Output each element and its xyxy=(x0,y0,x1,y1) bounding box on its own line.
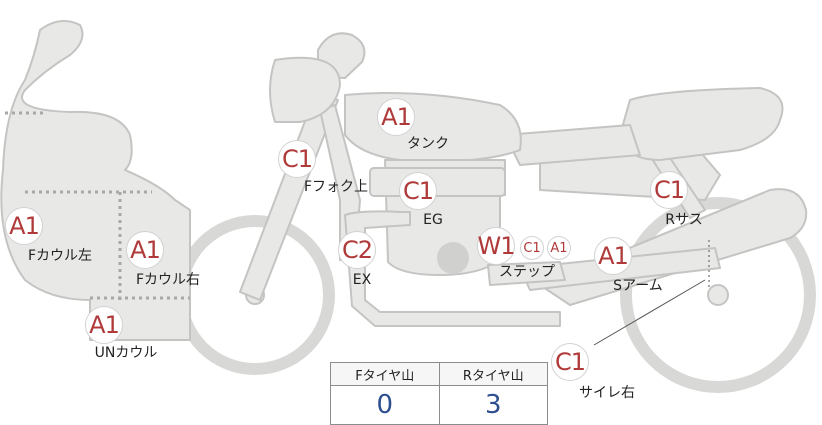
front-cowl-right-code: A1 xyxy=(130,236,161,264)
swingarm-marker[interactable]: A1 xyxy=(594,237,632,275)
under-cowl-code: A1 xyxy=(89,311,120,339)
front-cowl-right-marker[interactable]: A1 xyxy=(126,231,164,269)
tank-marker[interactable]: A1 xyxy=(377,98,415,136)
rear-suspension-code: C1 xyxy=(653,176,685,204)
front-cowl-left-code: A1 xyxy=(9,212,40,240)
engine-detail xyxy=(437,242,469,274)
front-tire-header: Fタイヤ山 xyxy=(330,362,440,386)
front-fork-upper-marker[interactable]: C1 xyxy=(278,140,316,178)
front-tire-value: 0 xyxy=(330,385,440,425)
exhaust-code: C2 xyxy=(341,236,373,264)
step-a1-code: A1 xyxy=(550,240,568,256)
rear-hub xyxy=(707,284,729,306)
engine-code: C1 xyxy=(402,177,434,205)
muffler-right-code: C1 xyxy=(554,348,586,376)
rear-suspension-marker[interactable]: C1 xyxy=(650,171,688,209)
engine-cylinder xyxy=(369,167,506,197)
tank-label: タンク xyxy=(407,136,449,152)
under-cowl-marker[interactable]: A1 xyxy=(85,306,123,344)
front-fork-upper-label: Fフォク上 xyxy=(303,179,369,195)
under-cowl-label: UNカウル xyxy=(94,345,158,361)
muffler-right-marker[interactable]: C1 xyxy=(551,343,589,381)
step-a1-marker[interactable]: A1 xyxy=(547,236,571,260)
front-cowl-left-label: Fカウル左 xyxy=(27,248,93,264)
front-cowl-right-label: Fカウル右 xyxy=(135,272,201,288)
exhaust-label: EX xyxy=(352,272,372,288)
swingarm-code: A1 xyxy=(598,242,629,270)
rear-tire-header: Rタイヤ山 xyxy=(438,362,548,386)
exhaust-marker[interactable]: C2 xyxy=(338,231,376,269)
rear-tire-value: 3 xyxy=(438,385,548,425)
tire-tread-table: Fタイヤ山 Rタイヤ山 0 3 xyxy=(330,362,548,425)
step-c1-code: C1 xyxy=(523,240,541,256)
step-marker[interactable]: W1 xyxy=(477,227,516,265)
side-cover xyxy=(504,124,641,166)
exhaust-pipe xyxy=(344,210,561,327)
seat xyxy=(619,87,784,161)
step-c1-marker[interactable]: C1 xyxy=(520,236,544,260)
front-cowl-left-marker[interactable]: A1 xyxy=(5,207,43,245)
front-cowl xyxy=(0,20,191,341)
headlight-cowl xyxy=(269,56,341,123)
engine-marker[interactable]: C1 xyxy=(399,172,437,210)
rear-wheel xyxy=(620,197,816,393)
footstep xyxy=(487,261,566,286)
rear-suspension-label: Rサス xyxy=(665,212,703,228)
front-fork-upper-code: C1 xyxy=(281,145,313,173)
swingarm-label: Sアーム xyxy=(613,278,663,294)
step-label: ステップ xyxy=(499,264,555,280)
engine-label: EG xyxy=(423,212,443,228)
muffler-right-label: サイレ右 xyxy=(579,385,635,401)
tank-code: A1 xyxy=(381,103,412,131)
step-code: W1 xyxy=(477,232,516,260)
